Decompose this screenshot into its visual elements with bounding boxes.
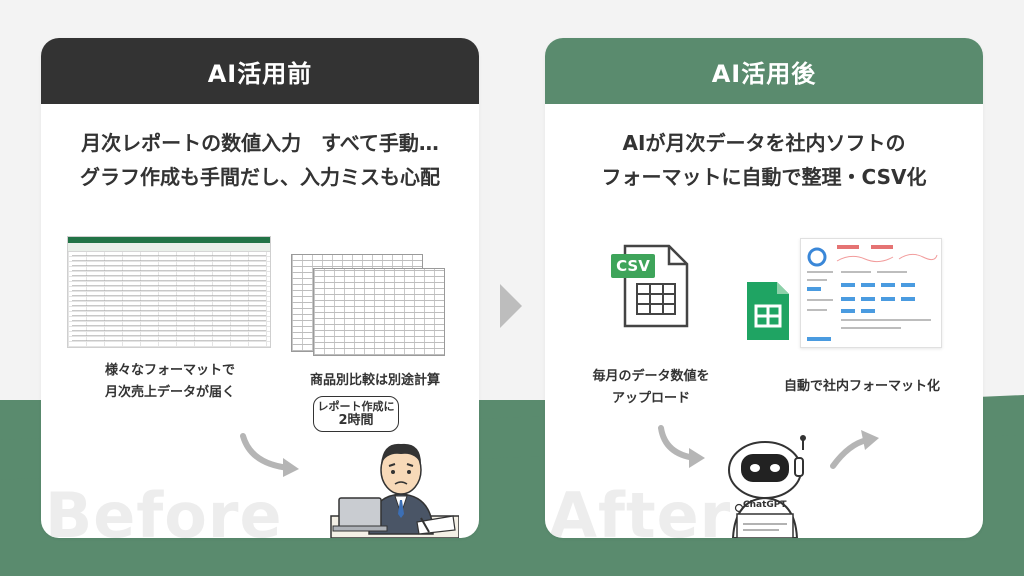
after-header: AI活用後 — [545, 38, 983, 104]
curved-arrow-icon — [240, 433, 299, 477]
before-caption-right: 商品別比較は別途計算 — [309, 373, 440, 388]
chatgpt-badge: ChatGPT — [743, 500, 787, 510]
worried-businessman-illustration — [330, 443, 459, 538]
before-description-line1: 月次レポートの数値入力 すべて手動… — [81, 131, 439, 155]
curved-arrow-down-icon — [658, 425, 705, 468]
dashboard-screenshot — [800, 238, 942, 348]
before-description-line2: グラフ作成も手間だし、入力ミスも心配 — [80, 165, 440, 189]
before-card: AI活用前 月次レポートの数値入力 すべて手動… グラフ作成も手間だし、入力ミス… — [41, 38, 479, 538]
after-description: AIが月次データを社内ソフトの フォーマットに自動で整理・CSV化 — [545, 126, 983, 194]
after-card: AI活用後 AIが月次データを社内ソフトの フォーマットに自動で整理・CSV化 … — [545, 38, 983, 538]
robot-illustration — [728, 435, 806, 538]
curved-arrow-up-icon — [830, 430, 879, 469]
before-watermark: Before — [45, 479, 283, 538]
before-header: AI活用前 — [41, 38, 479, 104]
csv-label: CSV — [611, 254, 655, 278]
after-caption-left: 毎月のデータ数値を アップロード — [592, 369, 710, 406]
speech-bubble: レポート作成に 2時間 — [313, 396, 399, 432]
before-caption-left: 様々なフォーマットで 月次売上データが届く — [104, 363, 235, 400]
after-description-line1: AIが月次データを社内ソフトの — [622, 131, 906, 155]
before-description: 月次レポートの数値入力 すべて手動… グラフ作成も手間だし、入力ミスも心配 — [41, 126, 479, 194]
after-caption-right: 自動で社内フォーマット化 — [783, 379, 940, 394]
spreadsheet-image — [67, 236, 271, 348]
transition-arrow-icon — [500, 284, 522, 328]
after-description-line2: フォーマットに自動で整理・CSV化 — [601, 165, 927, 189]
after-watermark: After — [549, 479, 732, 538]
paper-form-front — [313, 268, 445, 356]
spreadsheet-app-icon — [747, 282, 789, 340]
